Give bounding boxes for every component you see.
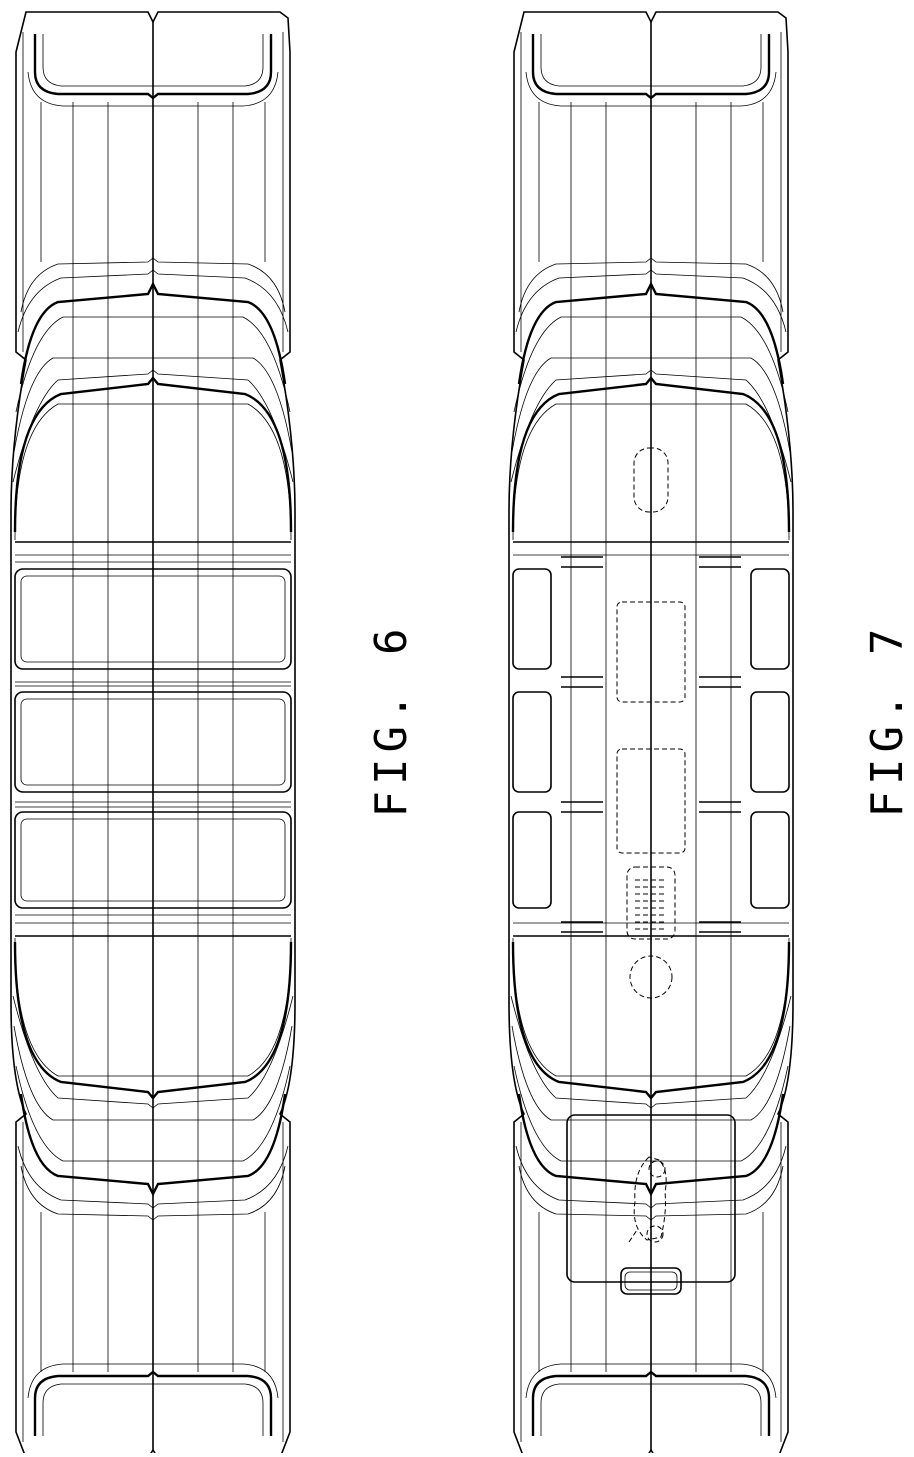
- fig6-label: FIG. 6: [367, 620, 417, 820]
- fig7-label: FIG. 7: [863, 620, 913, 820]
- fig6-drawing: [11, 12, 295, 1453]
- vehicle-silhouette: [629, 1157, 666, 1242]
- fig7-drawing: [509, 12, 793, 1453]
